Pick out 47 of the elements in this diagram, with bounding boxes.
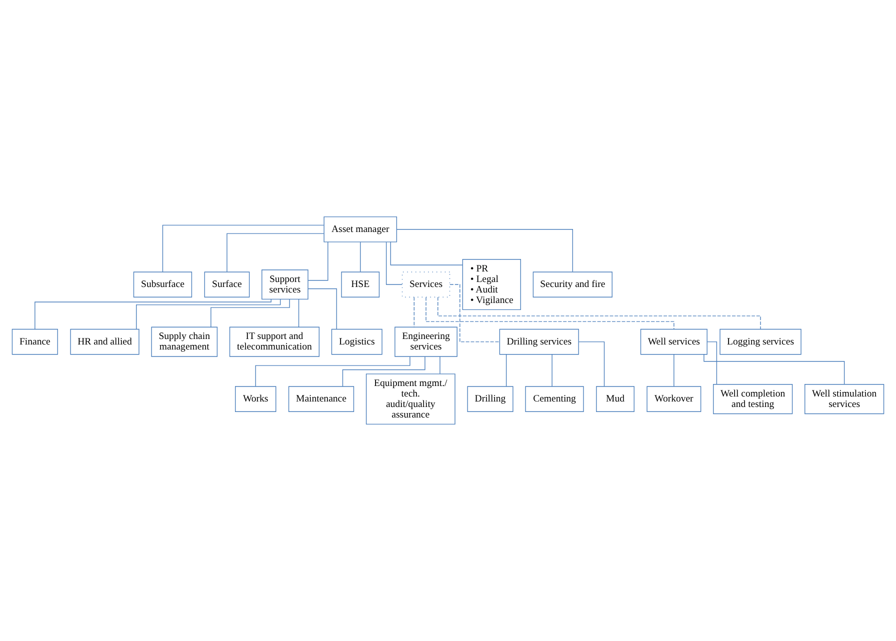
node-box: Security and fire [532,272,612,298]
node-box: Asset manager [324,216,398,242]
connector [396,229,573,272]
connector [308,242,328,281]
node-box: • PR • Legal • Audit • Vigilance [462,259,521,310]
node-box: Services [402,272,450,298]
node-box: Finance [12,328,58,355]
node-box: HSE [341,272,380,298]
connector [506,354,507,387]
node-box: Well completion and testing [713,384,793,414]
node-box: Equipment mgmt./ tech. audit/quality assurance [366,374,456,425]
connector [342,356,426,387]
node-box: Works [235,386,276,412]
node-box: Subsurface [133,272,192,298]
connector [34,298,272,330]
connector [255,356,410,387]
connector [210,298,290,328]
node-box: Well services [640,328,708,355]
node-box: Surface [204,272,250,298]
node-box: Cementing [525,386,584,412]
connector [426,296,674,330]
node-box: Well stimulation services [804,384,884,414]
connector [450,284,500,342]
connector [162,224,324,272]
connector [706,341,718,385]
connector [386,242,403,285]
node-box: Logging services [720,328,802,355]
connector [360,242,361,272]
node-box: Workover [646,386,702,412]
node-box: Logistics [331,328,382,355]
node-box: Support services [262,270,308,300]
node-box: Engineering services [394,326,458,357]
connector [390,242,463,266]
node-box: Drilling [467,386,514,412]
node-box: Maintenance [288,386,354,412]
connector [578,341,605,387]
node-box: Mud [596,386,634,412]
node-box: IT support and telecommunication [229,326,320,357]
connector [298,298,300,328]
node-box: HR and allied [70,328,140,355]
connector [136,298,281,330]
node-box: Supply chain management [151,326,218,357]
node-box: Drilling services [499,328,579,355]
connector [438,296,761,330]
connector [704,354,845,385]
connector [308,288,337,330]
connector [226,233,324,272]
